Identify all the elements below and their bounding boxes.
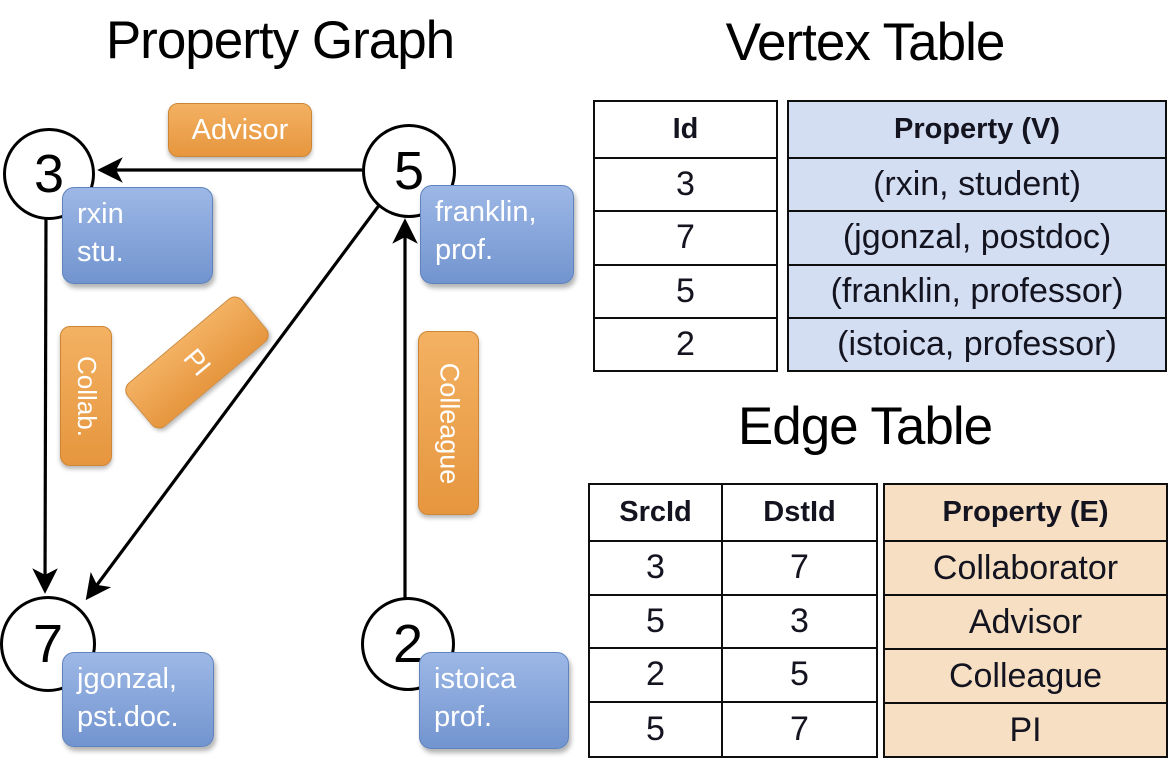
vertex-property-box-3-line1: rxin — [77, 198, 124, 230]
edge-table-dstid-cell: 3 — [723, 596, 876, 649]
edge-label-collab-text: Collab. — [71, 355, 102, 437]
edge-table-property-cell: PI — [885, 704, 1166, 756]
edge-table-dstid-cell: 7 — [790, 709, 809, 748]
vertex-property-box-2-line2: prof. — [434, 701, 493, 734]
edge-table-property-cell: Advisor — [885, 596, 1166, 650]
vertex-table-id-cell: 2 — [676, 324, 695, 363]
vertex-table-id-cell: 7 — [595, 212, 776, 266]
vertex-table-property-cell: (jgonzal, postdoc) — [789, 212, 1165, 266]
edge-label-colleague: Colleague — [418, 331, 479, 515]
vertex-property-box-3-line2: stu. — [77, 236, 124, 269]
edge-table-id-columns: SrcId DstId 3 7 5 3 2 5 5 7 — [588, 483, 878, 758]
vertex-property-box-2-line1: istoica — [434, 663, 517, 695]
property-graph-title: Property Graph — [105, 11, 455, 70]
vertex-node-7-label: 7 — [32, 614, 64, 674]
vertex-node-2-label: 2 — [392, 614, 424, 674]
vertex-property-box-2: istoica prof. — [419, 652, 569, 749]
edge-table-dstid-cell: 7 — [723, 542, 876, 596]
edge-table-header-srcid: SrcId — [590, 485, 723, 542]
edge-label-collab: Collab. — [60, 326, 112, 466]
vertex-table-property-cell: (rxin, student) — [789, 159, 1165, 213]
edge-label-colleague-text: Colleague — [434, 362, 464, 484]
vertex-node-2: 2 — [361, 597, 455, 691]
vertex-table-property-column: Property (V) (rxin, student) (jgonzal, p… — [787, 100, 1167, 372]
edge-table-srcid-cell: 5 — [590, 702, 723, 756]
edge-line-5-to-7 — [85, 203, 382, 601]
vertex-table-title: Vertex Table — [725, 13, 1006, 72]
vertex-property-box-5: franklin, prof. — [420, 185, 574, 284]
vertex-property-box-3: rxin stu. — [62, 187, 213, 284]
edge-table-property-cell: Collaborator — [885, 542, 1166, 596]
edge-table-property-cell: Colleague — [885, 650, 1166, 704]
edge-table-header-property: Property (E) — [885, 485, 1166, 542]
vertex-table-header-id: Id — [595, 102, 776, 159]
edge-table-srcid-cell: 2 — [590, 649, 723, 703]
vertex-property-box-7-line1: jgonzal, — [77, 663, 177, 695]
edge-label-pi-text: PI — [177, 342, 218, 382]
vertex-table-id-cell: 3 — [595, 159, 776, 213]
edge-line-3-to-7 — [32, 211, 58, 594]
vertex-property-box-5-line2: prof. — [435, 234, 494, 267]
vertex-table-property-cell: (istoica, professor) — [789, 318, 1165, 370]
edge-table-dstid-cell: 5 — [723, 649, 876, 703]
edge-table-srcid-cell: 5 — [590, 595, 723, 649]
edge-table-title: Edge Table — [737, 397, 993, 456]
vertex-property-box-5-line1: franklin, — [435, 196, 537, 228]
vertex-property-box-7-line2: pst.doc. — [77, 701, 179, 734]
graph-edges-layer — [32, 157, 418, 601]
edge-label-advisor: Advisor — [168, 103, 312, 157]
edge-table-property-column: Property (E) Collaborator Advisor Collea… — [883, 483, 1168, 758]
edge-table-srcid-cell: 3 — [590, 542, 723, 596]
vertex-node-5: 5 — [362, 124, 456, 218]
edge-table-header-dstid: DstId — [723, 485, 876, 542]
vertex-table-property-cell: (franklin, professor) — [789, 265, 1165, 319]
vertex-node-3-label: 3 — [33, 144, 65, 204]
edge-label-advisor-text: Advisor — [191, 113, 289, 146]
vertex-node-5-label: 5 — [393, 141, 425, 201]
vertex-table-header-property: Property (V) — [789, 102, 1165, 159]
vertex-table-id-cell: 5 — [595, 266, 776, 319]
vertex-property-box-7: jgonzal, pst.doc. — [62, 652, 214, 747]
vertex-table-id-column: Id 3 7 5 2 — [593, 100, 778, 372]
